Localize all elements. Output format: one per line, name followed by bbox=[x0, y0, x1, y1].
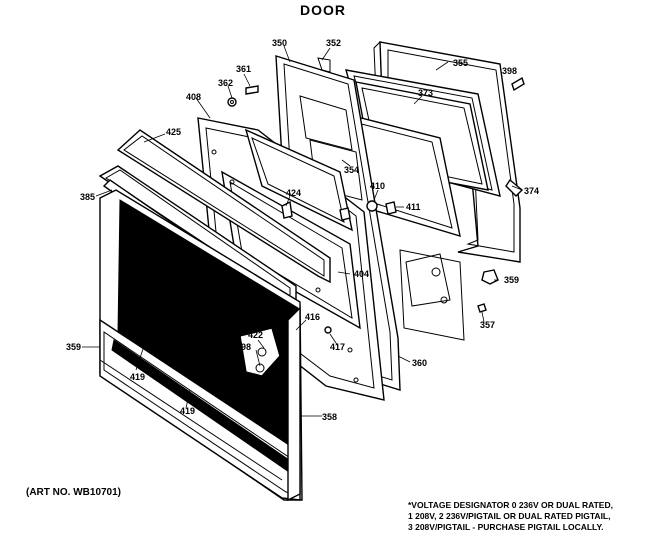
callout-labels: 350 352 355 398 361 362 373 408 425 354 … bbox=[66, 38, 539, 422]
callout-354: 354 bbox=[344, 165, 359, 175]
callout-385: 385 bbox=[80, 192, 95, 202]
footnote-line: 3 208V/PIGTAIL - PURCHASE PIGTAIL LOCALL… bbox=[408, 522, 604, 532]
callout-359-right: 359 bbox=[504, 275, 519, 285]
voltage-footnote: *VOLTAGE DESIGNATOR 0 236V OR DUAL RATED… bbox=[408, 500, 613, 533]
callout-404: 404 bbox=[354, 269, 369, 279]
callout-358: 358 bbox=[322, 412, 337, 422]
footnote-line: *VOLTAGE DESIGNATOR 0 236V OR DUAL RATED… bbox=[408, 500, 613, 510]
callout-424: 424 bbox=[286, 188, 301, 198]
footnote-line: 1 208V, 2 236V/PIGTAIL OR DUAL RATED PIG… bbox=[408, 511, 611, 521]
callout-408: 408 bbox=[186, 92, 201, 102]
leader-lines bbox=[82, 45, 523, 417]
callout-355: 355 bbox=[453, 58, 468, 68]
callout-350: 350 bbox=[272, 38, 287, 48]
callout-352: 352 bbox=[326, 38, 341, 48]
callout-359-left: 359 bbox=[66, 342, 81, 352]
callout-419-lower: 419 bbox=[180, 406, 195, 416]
callout-357: 357 bbox=[480, 320, 495, 330]
callout-425: 425 bbox=[166, 127, 181, 137]
callout-422: 422 bbox=[248, 330, 263, 340]
callout-373: 373 bbox=[418, 88, 433, 98]
callout-360: 360 bbox=[412, 358, 427, 368]
callout-398-bottom: 398 bbox=[236, 342, 251, 352]
callout-410: 410 bbox=[370, 181, 385, 191]
art-number: (ART NO. WB10701) bbox=[26, 487, 122, 498]
callout-362: 362 bbox=[218, 78, 233, 88]
callout-419-upper: 419 bbox=[130, 372, 145, 382]
callout-361: 361 bbox=[236, 64, 251, 74]
callout-417: 417 bbox=[330, 342, 345, 352]
diagram-title: DOOR bbox=[300, 2, 346, 18]
callout-374: 374 bbox=[524, 186, 539, 196]
callout-411: 411 bbox=[406, 202, 421, 212]
callout-398-top: 398 bbox=[502, 66, 517, 76]
small-hardware bbox=[227, 76, 525, 334]
callout-416: 416 bbox=[305, 312, 320, 322]
outer-door-panel bbox=[99, 189, 303, 502]
hinge-bracket bbox=[239, 327, 281, 377]
